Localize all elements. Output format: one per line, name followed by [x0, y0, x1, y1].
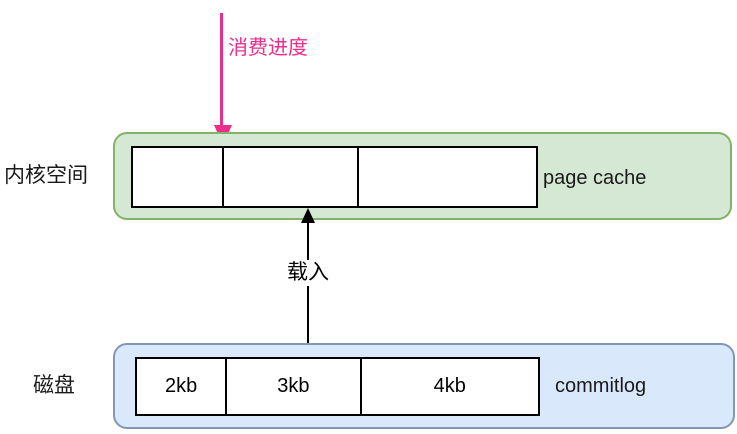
- commitlog-segment: 2kb: [137, 359, 226, 414]
- commitlog-label: commitlog: [555, 375, 647, 397]
- commitlog-segment: 4kb: [359, 359, 538, 414]
- up-arrow-icon: [307, 222, 309, 357]
- page-cache-segments: [131, 146, 538, 208]
- up-arrowhead-icon: [301, 208, 315, 223]
- page-cache-segment: [221, 148, 357, 206]
- disk-label: 磁盘: [33, 374, 75, 397]
- load-label: 载入: [281, 260, 335, 286]
- down-arrow-icon: [220, 13, 223, 126]
- consume-progress-label: 消费进度: [228, 37, 308, 59]
- page-cache-label: page cache: [543, 167, 647, 189]
- page-cache-segment: [356, 148, 536, 206]
- commitlog-segments: 2kb 3kb 4kb: [135, 357, 540, 416]
- commitlog-segment: 3kb: [225, 359, 360, 414]
- kernel-space-label: 内核空间: [4, 164, 88, 187]
- page-cache-segment: [133, 148, 222, 206]
